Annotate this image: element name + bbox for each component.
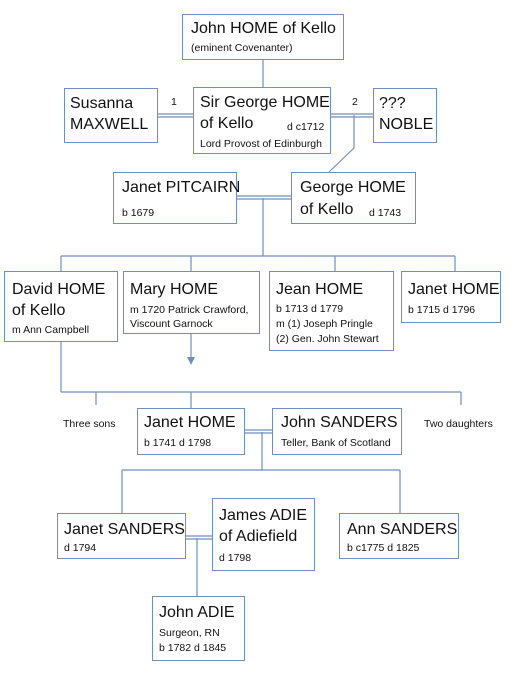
two-daughters-label: Two daughters [424, 418, 493, 430]
dates: b c1775 d 1825 [347, 542, 420, 554]
dates: b 1715 d 1796 [408, 304, 476, 316]
name: Jean HOME [276, 281, 364, 298]
person-david-home: David HOME of Kello m Ann Campbell [4, 271, 118, 342]
person-janet-pitcairn: Janet PITCAIRN b 1679 [113, 172, 241, 224]
person-susanna-maxwell: Susanna MAXWELL [64, 88, 158, 143]
note: Lord Provost of Edinburgh [200, 138, 322, 150]
name-line1: George HOME [300, 179, 406, 196]
name: Janet HOME [408, 281, 500, 298]
person-george-home: George HOME of Kello d 1743 [291, 172, 416, 224]
name-line1: Sir George HOME [200, 94, 330, 111]
three-sons-label: Three sons [63, 418, 116, 430]
marriage-number-2: 2 [352, 96, 358, 108]
person-sir-george-home: Sir George HOME of Kello d c1712 Lord Pr… [193, 87, 331, 154]
connector-noble-to-george-diag [328, 147, 355, 173]
name-line2: of Kello [300, 201, 354, 218]
name: John ADIE [159, 604, 235, 621]
person-john-sanders: John SANDERS Teller, Bank of Scotland [272, 408, 402, 455]
name: Janet HOME [144, 414, 236, 431]
name-line1: Susanna [70, 95, 134, 112]
note: Surgeon, RN [159, 627, 220, 639]
name-line2: of Adiefield [219, 528, 298, 545]
dates: b 1679 [122, 207, 155, 219]
marriage-number-1: 1 [171, 96, 177, 108]
dates: b 1782 d 1845 [159, 642, 227, 654]
name-line1: James ADIE [219, 507, 308, 524]
dates: d c1712 [287, 121, 325, 133]
dates: d 1743 [369, 207, 402, 219]
name-line2: MAXWELL [70, 116, 149, 133]
dates: d 1794 [64, 542, 97, 554]
dates: d 1798 [219, 552, 252, 564]
name: John HOME of Kello [191, 20, 336, 37]
note-line2: (2) Gen. John Stewart [276, 333, 379, 345]
person-jean-home: Jean HOME b 1713 d 1779 m (1) Joseph Pri… [269, 271, 394, 351]
person-mary-home: Mary HOME m 1720 Patrick Crawford, Visco… [123, 271, 260, 334]
person-janet-home-1741: Janet HOME b 1741 d 1798 [137, 408, 245, 455]
note: (eminent Covenanter) [191, 42, 293, 54]
note-line1: m (1) Joseph Pringle [276, 318, 373, 330]
note: Teller, Bank of Scotland [281, 437, 391, 449]
mary-arrow-head [187, 357, 195, 365]
person-john-home: John HOME of Kello (eminent Covenanter) [182, 14, 344, 60]
person-ann-sanders: Ann SANDERS b c1775 d 1825 [339, 513, 459, 559]
name: Janet PITCAIRN [122, 179, 241, 196]
person-james-adie: James ADIE of Adiefield d 1798 [212, 498, 315, 571]
person-janet-home-1715: Janet HOME b 1715 d 1796 [401, 271, 501, 323]
name: Janet SANDERS [64, 521, 185, 538]
name: Mary HOME [130, 281, 218, 298]
name-line2: of Kello [200, 115, 254, 132]
name: Ann SANDERS [347, 521, 458, 538]
note: m Ann Campbell [12, 324, 90, 336]
dates: b 1741 d 1798 [144, 437, 212, 449]
person-noble: ??? NOBLE [373, 88, 437, 143]
note-line1: m 1720 Patrick Crawford, [130, 304, 249, 316]
dates: b 1713 d 1779 [276, 303, 344, 315]
name-line1: ??? [379, 95, 406, 112]
name-line2: NOBLE [379, 116, 434, 133]
name: John SANDERS [281, 414, 398, 431]
note-line2: Viscount Garnock [130, 318, 213, 330]
person-john-adie: John ADIE Surgeon, RN b 1782 d 1845 [152, 596, 245, 661]
name-line1: David HOME [12, 281, 106, 298]
name-line2: of Kello [12, 302, 66, 319]
person-janet-sanders: Janet SANDERS d 1794 [57, 513, 186, 559]
